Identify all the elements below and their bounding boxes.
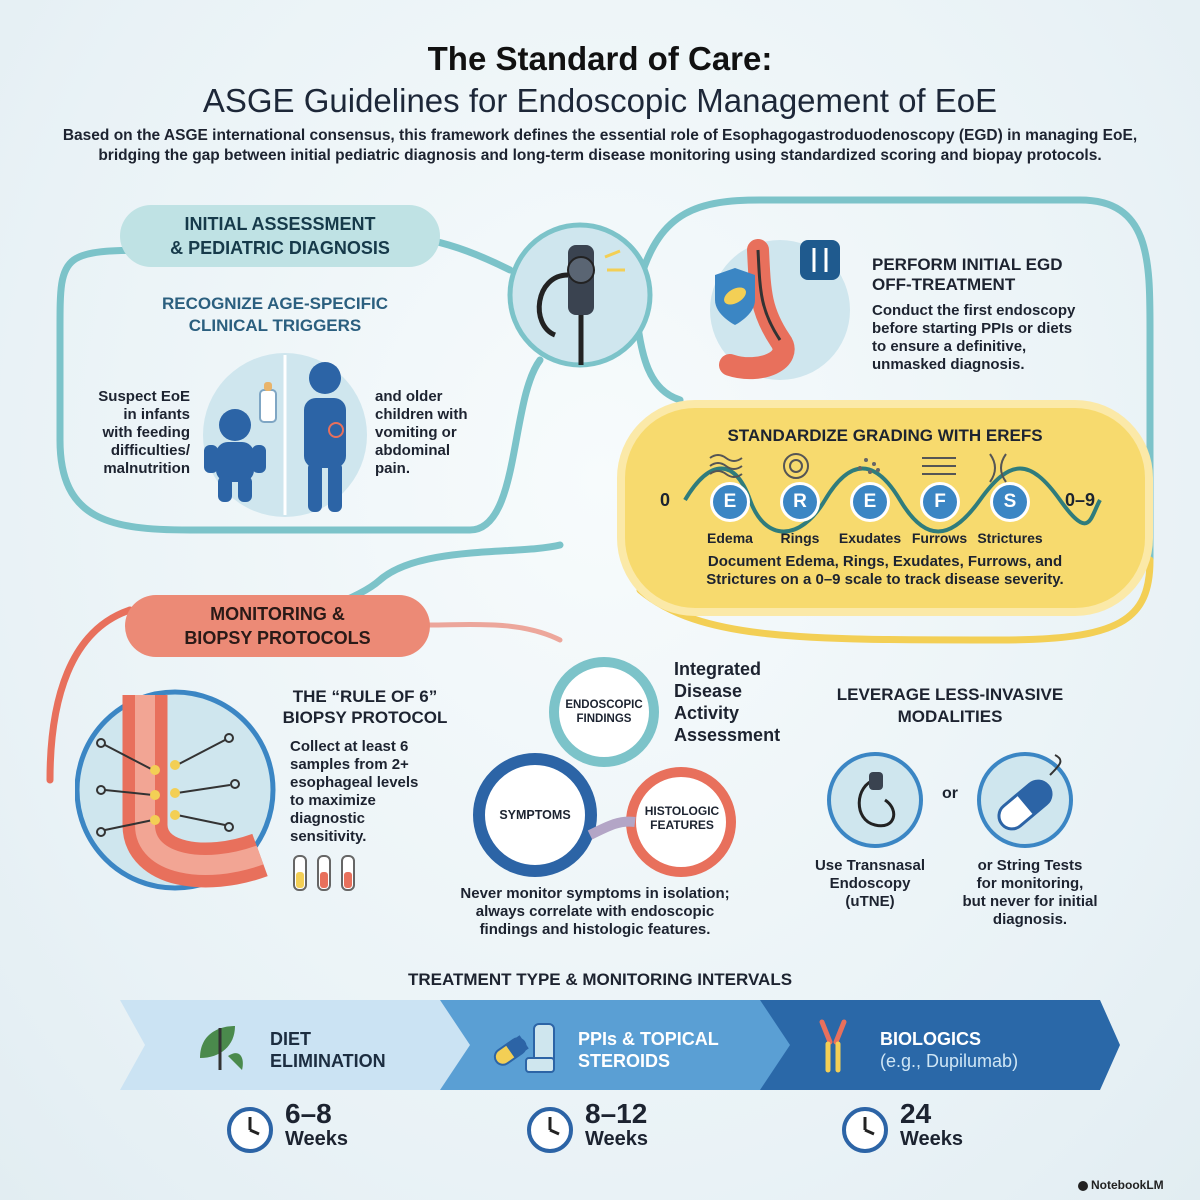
erefs-scale-max: 0–9 bbox=[1065, 490, 1096, 510]
pill-icon bbox=[724, 287, 746, 305]
forceps-icon bbox=[96, 733, 240, 837]
assessment-heading: INITIAL ASSESSMENT & PEDIATRIC DIAGNOSIS bbox=[120, 205, 440, 267]
monitoring-heading: MONITORING & BIOPSY PROTOCOLS bbox=[125, 595, 430, 657]
child-icon bbox=[304, 362, 346, 512]
intro-text: Based on the ASGE international consensu… bbox=[62, 127, 1138, 164]
edema-icon bbox=[709, 454, 743, 478]
brand-logo: NotebookLM bbox=[1078, 1178, 1164, 1192]
rule-of-6-heading: THE “RULE OF 6” BIOPSY PROTOCOL bbox=[282, 687, 448, 727]
treatment-biologics-label: BIOLOGICS(e.g., Dupilumab) bbox=[880, 1029, 1019, 1071]
erefs-letter-rings: R bbox=[780, 482, 820, 522]
stomach-illustration bbox=[710, 239, 850, 380]
notebook-logo-icon bbox=[1078, 1180, 1088, 1191]
test-tubes-icon bbox=[293, 855, 355, 891]
string-test-illustration bbox=[977, 752, 1073, 848]
exudates-icon bbox=[858, 458, 880, 474]
erefs-letter-edema: E bbox=[710, 482, 750, 522]
clock-icon bbox=[842, 1107, 888, 1153]
assessment-subheading: RECOGNIZE AGE-SPECIFIC CLINICAL TRIGGERS bbox=[161, 294, 389, 335]
clock-icon bbox=[527, 1107, 573, 1153]
children-illustration bbox=[203, 353, 367, 517]
clock-icon bbox=[227, 1107, 273, 1153]
page-title: The Standard of Care: bbox=[427, 40, 773, 77]
fork-knife-icon bbox=[800, 240, 840, 280]
biopsy-illustration bbox=[75, 689, 276, 891]
erefs-heading: STANDARDIZE GRADING WITH EREFS bbox=[727, 426, 1043, 445]
erefs-scale-min: 0 bbox=[660, 490, 671, 510]
erefs-label-edema: Edema bbox=[707, 530, 753, 546]
erefs-label-furrows: Furrows bbox=[911, 530, 968, 546]
antibody-icon bbox=[819, 1019, 847, 1073]
symptoms-label: SYMPTOMS bbox=[499, 808, 571, 822]
erefs-letter-exudates: E bbox=[850, 482, 890, 522]
diet-fork-leaf-icon bbox=[200, 1026, 243, 1070]
integrated-text: Never monitor symptoms in isolation;alwa… bbox=[460, 885, 730, 938]
capsule-icon bbox=[997, 779, 1053, 831]
transnasal-endoscope-icon bbox=[857, 778, 896, 828]
furrows-icon bbox=[922, 457, 956, 475]
baby-icon bbox=[204, 409, 266, 502]
erefs-label-rings: Rings bbox=[780, 530, 820, 546]
rings-icon bbox=[783, 453, 809, 479]
egd-heading: PERFORM INITIAL EGD OFF-TREATMENT bbox=[872, 255, 1063, 294]
or-label: or bbox=[942, 785, 958, 802]
page-subtitle: ASGE Guidelines for Endoscopic Managemen… bbox=[202, 82, 998, 119]
erefs-letter-strictures: S bbox=[990, 482, 1030, 522]
strictures-icon bbox=[989, 453, 1007, 483]
inhaler-pill-icon bbox=[493, 1023, 555, 1073]
transnasal-endoscope-illustration bbox=[827, 752, 923, 848]
erefs-scale bbox=[683, 453, 1102, 534]
endoscope-illustration bbox=[507, 222, 653, 368]
treatment-heading: TREATMENT TYPE & MONITORING INTERVALS bbox=[407, 970, 793, 989]
modalities-heading: LEVERAGE LESS-INVASIVE MODALITIES bbox=[836, 685, 1064, 726]
integrated-loops bbox=[473, 657, 736, 877]
erefs-label-exudates: Exudates bbox=[838, 530, 902, 546]
erefs-label-strictures: Strictures bbox=[977, 530, 1043, 546]
erefs-letter-furrows: F bbox=[920, 482, 960, 522]
bottle-icon bbox=[259, 382, 277, 423]
erefs-text: Document Edema, Rings, Exudates, Furrows… bbox=[706, 553, 1064, 588]
